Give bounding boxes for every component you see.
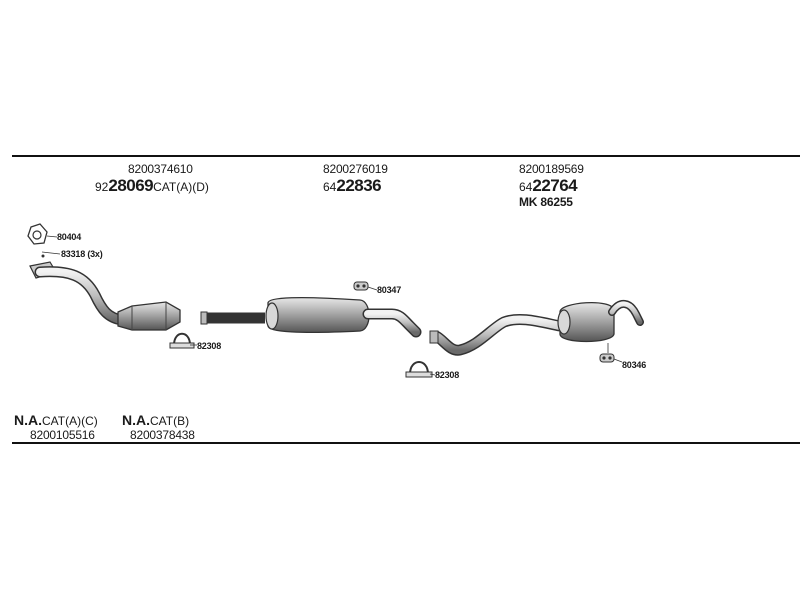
front-pipe-part [29, 261, 128, 326]
part2-part-number: 6422836 [323, 176, 382, 195]
rear-hanger-callout-label: 80346 [622, 360, 647, 370]
bottom-right-oe-number: 8200378438 [130, 428, 195, 442]
part1-oe-number: 8200374610 [128, 162, 193, 176]
gasket-callout-label: 80404 [57, 232, 82, 242]
catalytic-converter-part [117, 301, 181, 331]
bolt-set-callout-label: 83318 (3x) [61, 249, 103, 259]
bottom-left-catalyst-label: N.A.CAT(A)(C) [14, 413, 98, 427]
gasket-icon [27, 223, 58, 245]
part3-oe-number: 8200189569 [519, 162, 584, 176]
rear-clamp-callout-label: 82308 [435, 370, 460, 380]
part2-oe-number: 8200276019 [323, 162, 388, 176]
part1-prefix: 92 [95, 180, 109, 194]
bolt-icon [41, 251, 61, 258]
mid-hanger-callout-label: 80347 [377, 285, 402, 295]
part3-number: 22764 [532, 176, 578, 195]
part3-kit-number: MK 86255 [519, 195, 573, 209]
bottom-left-suffix: CAT(A)(C) [42, 414, 98, 428]
part1-part-number: 9228069CAT(A)(D) [95, 177, 209, 194]
front-clamp-callout-label: 82308 [197, 341, 222, 351]
bottom-left-prefix: N.A. [14, 412, 42, 428]
part1-number: 28069 [108, 176, 154, 195]
rear-clamp-icon [405, 361, 436, 378]
bottom-right-prefix: N.A. [122, 412, 150, 428]
part3-prefix: 64 [519, 180, 533, 194]
part3-part-number: 6422764 [519, 176, 578, 195]
bottom-divider-line [12, 442, 800, 444]
bottom-left-oe-number: 8200105516 [30, 428, 95, 442]
mid-hanger-icon [353, 281, 378, 291]
rear-muffler-part [557, 300, 644, 343]
bottom-right-suffix: CAT(B) [150, 414, 190, 428]
center-muffler-part [200, 296, 422, 338]
part2-prefix: 64 [323, 180, 337, 194]
part1-suffix: CAT(A)(D) [153, 180, 209, 194]
front-clamp-icon [169, 332, 197, 349]
rear-pipe-part [429, 314, 566, 356]
top-divider-line [12, 155, 800, 157]
part2-number: 22836 [336, 176, 382, 195]
rear-hanger-icon [599, 343, 623, 363]
bottom-right-catalyst-label: N.A.CAT(B) [122, 413, 189, 427]
